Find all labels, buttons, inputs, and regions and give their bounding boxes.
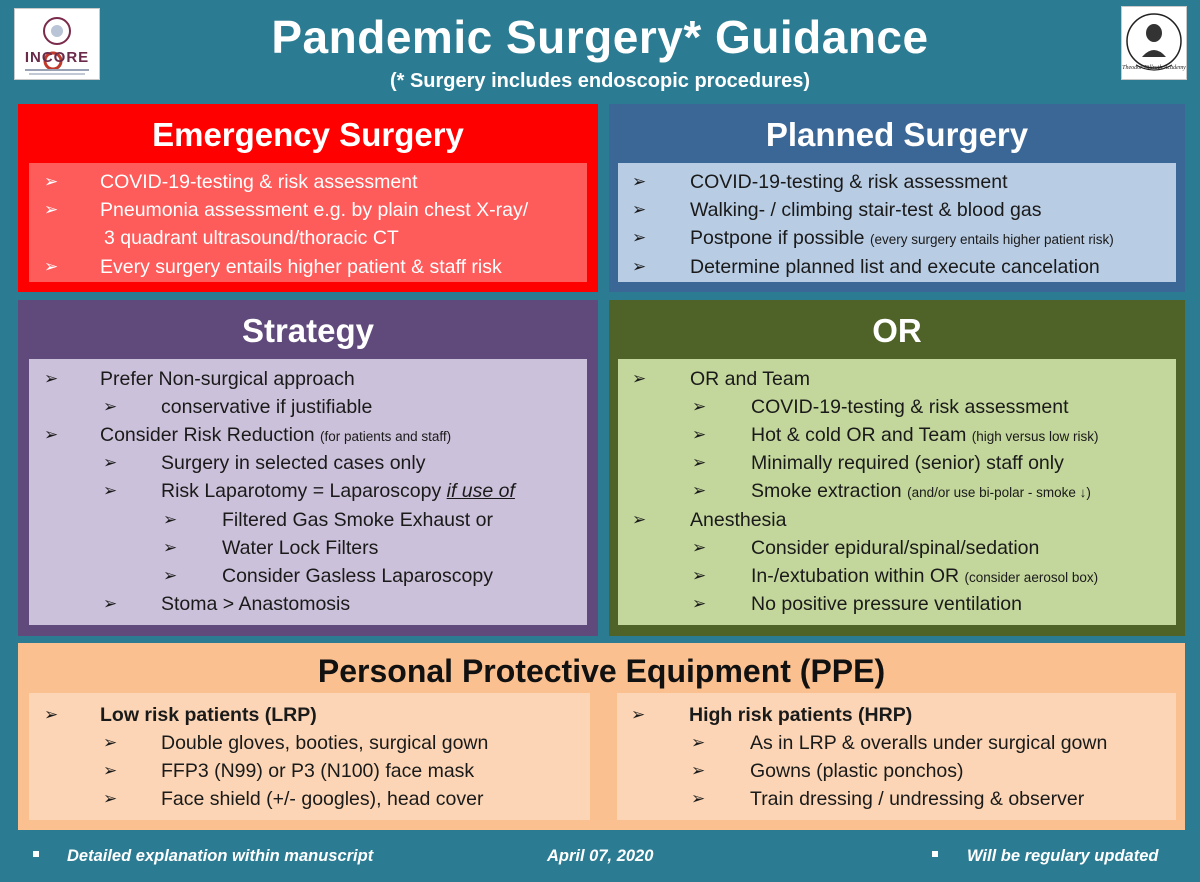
arrow-bullet-icon: ➢	[163, 510, 178, 529]
or-list: ➢ OR and Team ➢ COVID-19-testing & risk …	[618, 359, 1176, 625]
arrow-bullet-icon: ➢	[103, 397, 118, 416]
strategy-panel: Strategy ➢ Prefer Non-surgical approach …	[18, 300, 598, 636]
arrow-bullet-icon: ➢	[44, 200, 59, 219]
page-subtitle: (* Surgery includes endoscopic procedure…	[389, 70, 811, 92]
incore-logo: INCORE	[14, 8, 100, 80]
square-bullet-icon	[932, 851, 938, 857]
arrow-bullet-icon: ➢	[632, 510, 647, 529]
arrow-bullet-icon: ➢	[163, 566, 178, 585]
emergency-surgery-list: ➢ COVID-19-testing & risk assessment ➢ P…	[29, 163, 587, 282]
postpone-note: (every surgery entails higher patient ri…	[869, 232, 1114, 247]
arrow-bullet-icon: ➢	[103, 481, 118, 500]
arrow-bullet-icon: ➢	[103, 761, 118, 780]
footer-date: April 07, 2020	[547, 847, 654, 865]
arrow-bullet-icon: ➢	[44, 257, 59, 276]
extubation-note: (consider aerosol box)	[964, 570, 1099, 585]
emergency-surgery-title: Emergency Surgery	[152, 116, 464, 153]
arrow-bullet-icon: ➢	[632, 200, 647, 219]
arrow-bullet-icon: ➢	[103, 789, 118, 808]
arrow-bullet-icon: ➢	[44, 172, 59, 191]
laparoscopy-condition-note: if use of	[446, 480, 515, 502]
arrow-bullet-icon: ➢	[692, 566, 707, 585]
planned-surgery-list: ➢ COVID-19-testing & risk assessment ➢ W…	[618, 163, 1176, 282]
arrow-bullet-icon: ➢	[632, 172, 647, 191]
arrow-bullet-icon: ➢	[631, 705, 646, 724]
hot-cold-note: (high versus low risk)	[971, 429, 1099, 444]
ppe-panel: Personal Protective Equipment (PPE) ➢ Lo…	[18, 643, 1185, 830]
incore-emblem-icon	[25, 17, 89, 75]
ppe-title: Personal Protective Equipment (PPE)	[317, 653, 886, 689]
ppe-low-risk-list: ➢ Low risk patients (LRP) ➢ Double glove…	[29, 693, 590, 820]
arrow-bullet-icon: ➢	[692, 397, 707, 416]
arrow-bullet-icon: ➢	[103, 453, 118, 472]
arrow-bullet-icon: ➢	[163, 538, 178, 557]
arrow-bullet-icon: ➢	[103, 733, 118, 752]
arrow-bullet-icon: ➢	[103, 594, 118, 613]
arrow-bullet-icon: ➢	[44, 705, 59, 724]
arrow-bullet-icon: ➢	[632, 228, 647, 247]
arrow-bullet-icon: ➢	[692, 425, 707, 444]
incore-logo-text: INCORE	[24, 49, 90, 66]
arrow-bullet-icon: ➢	[692, 481, 707, 500]
arrow-bullet-icon: ➢	[692, 538, 707, 557]
footer-manuscript-note: Detailed explanation within manuscript	[67, 847, 374, 865]
or-panel: OR ➢ OR and Team ➢ COVID-19-testing & ri…	[609, 300, 1185, 636]
arrow-bullet-icon: ➢	[691, 789, 706, 808]
arrow-bullet-icon: ➢	[632, 369, 647, 388]
arrow-bullet-icon: ➢	[691, 761, 706, 780]
planned-surgery-panel: Planned Surgery ➢ COVID-19-testing & ris…	[609, 104, 1185, 292]
page-title: Pandemic Surgery* Guidance	[271, 11, 929, 63]
ppe-high-risk-list: ➢ High risk patients (HRP) ➢ As in LRP &…	[617, 693, 1176, 820]
or-title: OR	[872, 312, 922, 349]
strategy-list: ➢ Prefer Non-surgical approach ➢ conserv…	[29, 359, 587, 625]
strategy-title: Strategy	[241, 312, 375, 349]
billroth-portrait-icon	[1126, 13, 1182, 71]
emergency-surgery-panel: Emergency Surgery ➢ COVID-19-testing & r…	[18, 104, 598, 292]
arrow-bullet-icon: ➢	[632, 257, 647, 276]
arrow-bullet-icon: ➢	[692, 594, 707, 613]
billroth-logo-text: Theodor Billroth Academy	[1122, 65, 1186, 71]
arrow-bullet-icon: ➢	[44, 369, 59, 388]
arrow-bullet-icon: ➢	[692, 453, 707, 472]
billroth-academy-logo: Theodor Billroth Academy	[1121, 6, 1187, 80]
square-bullet-icon	[33, 851, 39, 857]
arrow-bullet-icon: ➢	[691, 733, 706, 752]
smoke-note: (and/or use bi-polar - smoke ↓)	[907, 485, 1091, 500]
risk-reduction-note: (for patients and staff)	[320, 429, 452, 444]
footer-update-note: Will be regulary updated	[967, 847, 1159, 865]
planned-surgery-title: Planned Surgery	[765, 116, 1029, 153]
arrow-bullet-icon: ➢	[44, 425, 59, 444]
